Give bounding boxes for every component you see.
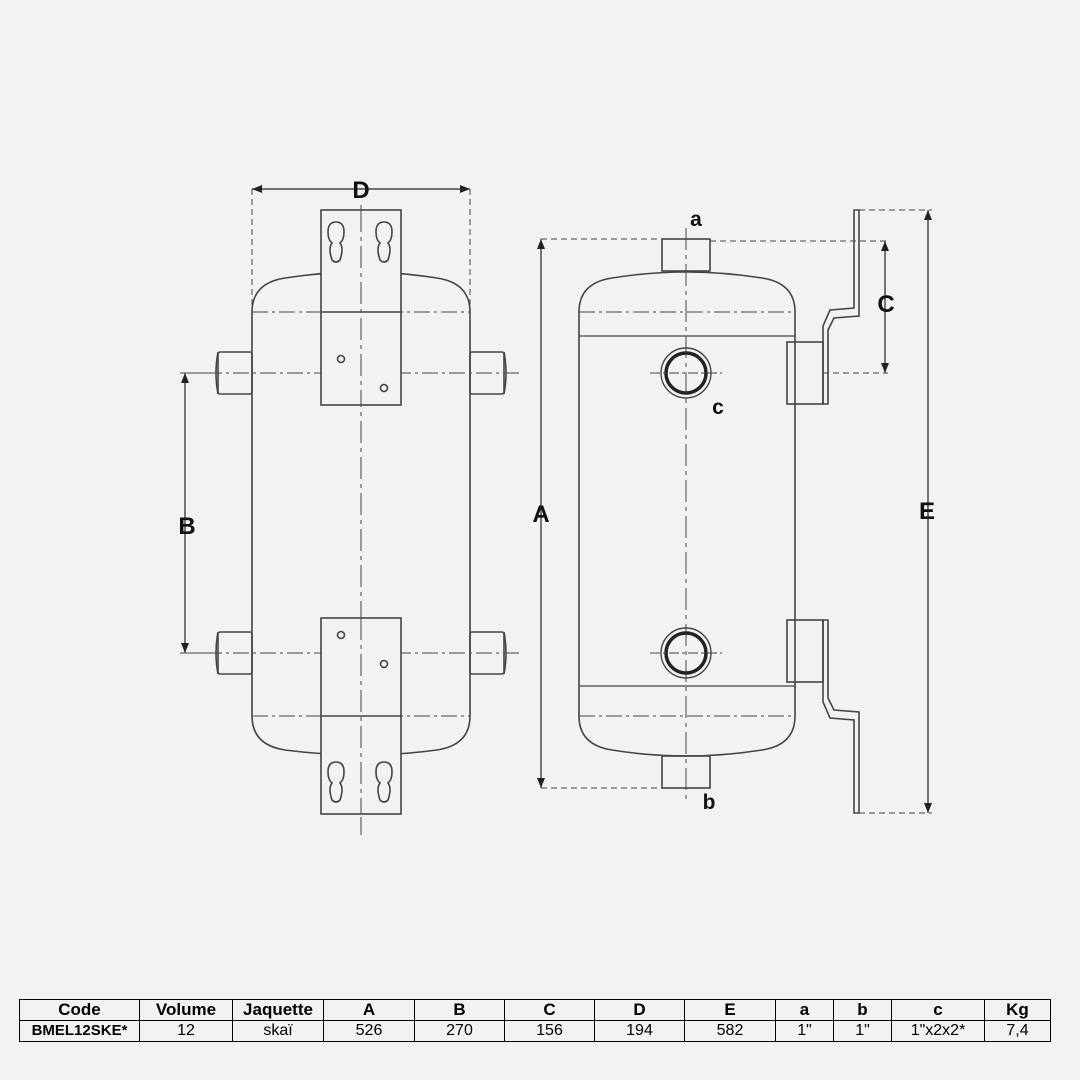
label-c: C bbox=[877, 291, 894, 318]
cell-a: 526 bbox=[323, 1020, 415, 1042]
cell-volume: 12 bbox=[139, 1020, 233, 1042]
header-a: A bbox=[323, 999, 415, 1021]
header-b-conn: b bbox=[833, 999, 892, 1021]
side-wall-bracket bbox=[786, 209, 860, 814]
header-c-conn: c bbox=[891, 999, 985, 1021]
dimension-c bbox=[710, 240, 889, 374]
label-d: D bbox=[352, 177, 369, 204]
header-e: E bbox=[684, 999, 776, 1021]
side-vessel-body bbox=[578, 271, 796, 757]
header-a-conn: a bbox=[775, 999, 834, 1021]
upper-wall-bracket bbox=[320, 209, 402, 406]
header-b: B bbox=[414, 999, 505, 1021]
header-volume: Volume bbox=[139, 999, 233, 1021]
technical-drawing: D B A C E a b c bbox=[178, 177, 935, 835]
header-kg: Kg bbox=[984, 999, 1051, 1021]
label-b: B bbox=[178, 513, 195, 540]
dimension-d bbox=[251, 185, 471, 315]
cell-kg: 7,4 bbox=[984, 1020, 1051, 1042]
dimension-b bbox=[180, 372, 215, 654]
cell-jaquette: skaï bbox=[232, 1020, 324, 1042]
label-c-port: c bbox=[712, 396, 724, 419]
label-a-connection: a bbox=[690, 208, 702, 231]
front-view bbox=[180, 185, 520, 835]
lower-port-c bbox=[650, 627, 722, 679]
cell-b: 270 bbox=[414, 1020, 505, 1042]
label-b-connection: b bbox=[703, 791, 716, 814]
table-row: BMEL12SKE* 12 skaï 526 270 156 194 582 1… bbox=[19, 1020, 1051, 1042]
cell-code: BMEL12SKE* bbox=[19, 1020, 140, 1042]
cell-c-conn: 1"x2x2* bbox=[891, 1020, 985, 1042]
label-a: A bbox=[532, 501, 549, 528]
cell-a-conn: 1" bbox=[775, 1020, 834, 1042]
cell-d: 194 bbox=[594, 1020, 685, 1042]
cell-e: 582 bbox=[684, 1020, 776, 1042]
side-view bbox=[537, 209, 932, 814]
label-e: E bbox=[919, 498, 935, 525]
cell-b-conn: 1" bbox=[833, 1020, 892, 1042]
header-c: C bbox=[504, 999, 595, 1021]
header-d: D bbox=[594, 999, 685, 1021]
header-jaquette: Jaquette bbox=[232, 999, 324, 1021]
specification-table: Code Volume Jaquette A B C D E a b c Kg … bbox=[19, 999, 1051, 1042]
header-code: Code bbox=[19, 999, 140, 1021]
dimension-a bbox=[537, 238, 662, 789]
cell-c: 156 bbox=[504, 1020, 595, 1042]
lower-wall-bracket bbox=[320, 617, 402, 815]
dimension-e bbox=[859, 209, 932, 814]
upper-port-c bbox=[650, 347, 722, 399]
table-header-row: Code Volume Jaquette A B C D E a b c Kg bbox=[19, 999, 1051, 1021]
